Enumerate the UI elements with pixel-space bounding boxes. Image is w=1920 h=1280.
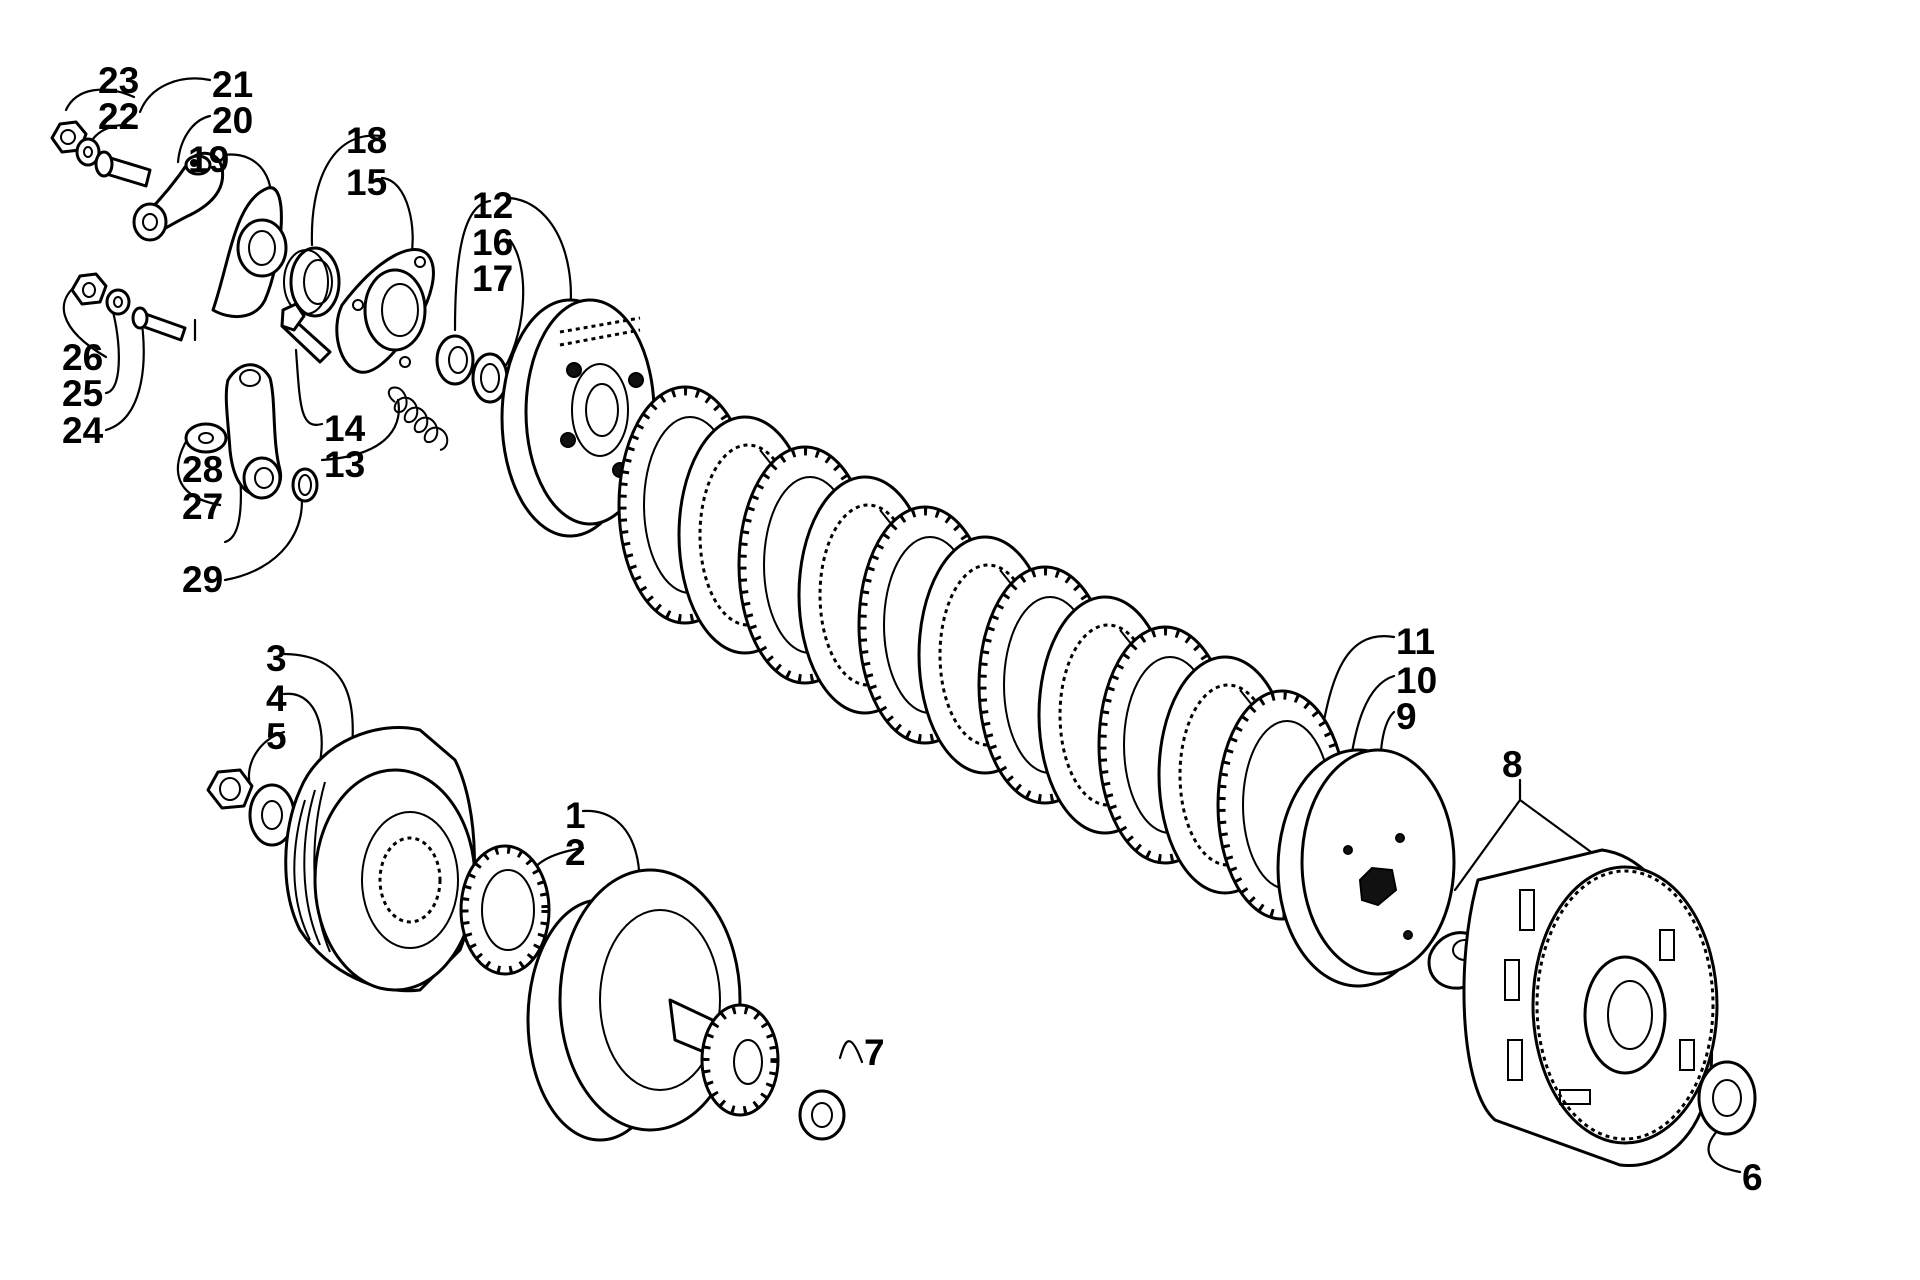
cam-plate-19-icon	[211, 186, 288, 319]
clutch-housing-8-icon	[1462, 848, 1719, 1168]
thrust-washer-6-icon	[1697, 1060, 1757, 1136]
callout-29: 29	[182, 559, 223, 600]
callout-11: 11	[1396, 621, 1435, 662]
one-way-clutch-2-icon	[459, 844, 551, 976]
release-linkage	[50, 120, 509, 503]
callout-26: 26	[62, 337, 103, 378]
callout-2: 2	[565, 832, 586, 873]
callout-20: 20	[212, 100, 253, 141]
clutch-drum-1-icon	[526, 868, 780, 1142]
clutch-plate-stack	[617, 385, 1348, 921]
bearing-18-icon	[283, 246, 341, 318]
callout-19: 19	[188, 139, 229, 180]
callout-24: 24	[62, 410, 104, 451]
bearing-holder-15-icon	[335, 248, 435, 374]
callout-16: 16	[472, 222, 513, 263]
circlip-29-icon	[291, 467, 319, 503]
callout-7: 7	[864, 1032, 885, 1073]
callout-4: 4	[266, 678, 287, 719]
callout-6: 6	[1742, 1157, 1763, 1198]
screw-24-icon	[131, 306, 187, 342]
washer-7-icon	[798, 1089, 846, 1141]
callout-23: 23	[98, 60, 139, 101]
nut-5-icon	[206, 768, 254, 810]
bolt-14-icon	[280, 302, 332, 364]
washer-28-icon	[184, 422, 228, 454]
callout-labels: 1 2 3 4 5 6 7 8 9 10 11 12 13 14 15 16 1…	[62, 60, 1763, 1198]
callout-15: 15	[346, 162, 387, 203]
callout-3: 3	[266, 638, 287, 679]
callout-14: 14	[324, 408, 366, 449]
collar-16-icon	[435, 334, 475, 386]
clutch-hub-9-icon	[1276, 748, 1456, 988]
callout-8: 8	[1502, 744, 1523, 785]
callout-13: 13	[324, 444, 365, 485]
callout-17: 17	[472, 258, 513, 299]
callout-22: 22	[98, 96, 139, 137]
callout-1: 1	[565, 795, 586, 836]
callout-27: 27	[182, 486, 223, 527]
callout-21: 21	[212, 64, 253, 105]
bolt-20-icon	[94, 150, 152, 188]
callout-9: 9	[1396, 696, 1417, 737]
yoke-21-icon	[132, 151, 225, 242]
washer-25-icon	[105, 288, 131, 316]
nut-26-icon	[70, 272, 108, 306]
callout-12: 12	[472, 185, 513, 226]
centrifugal-clutch-3-icon	[284, 726, 477, 993]
release-arm-27-icon	[224, 363, 283, 500]
callout-10: 10	[1396, 660, 1437, 701]
callout-18: 18	[346, 120, 387, 161]
callout-5: 5	[266, 716, 287, 757]
washer-22-icon	[75, 137, 101, 167]
callout-25: 25	[62, 373, 103, 414]
callout-28: 28	[182, 449, 223, 490]
spring-13-icon	[387, 386, 449, 451]
